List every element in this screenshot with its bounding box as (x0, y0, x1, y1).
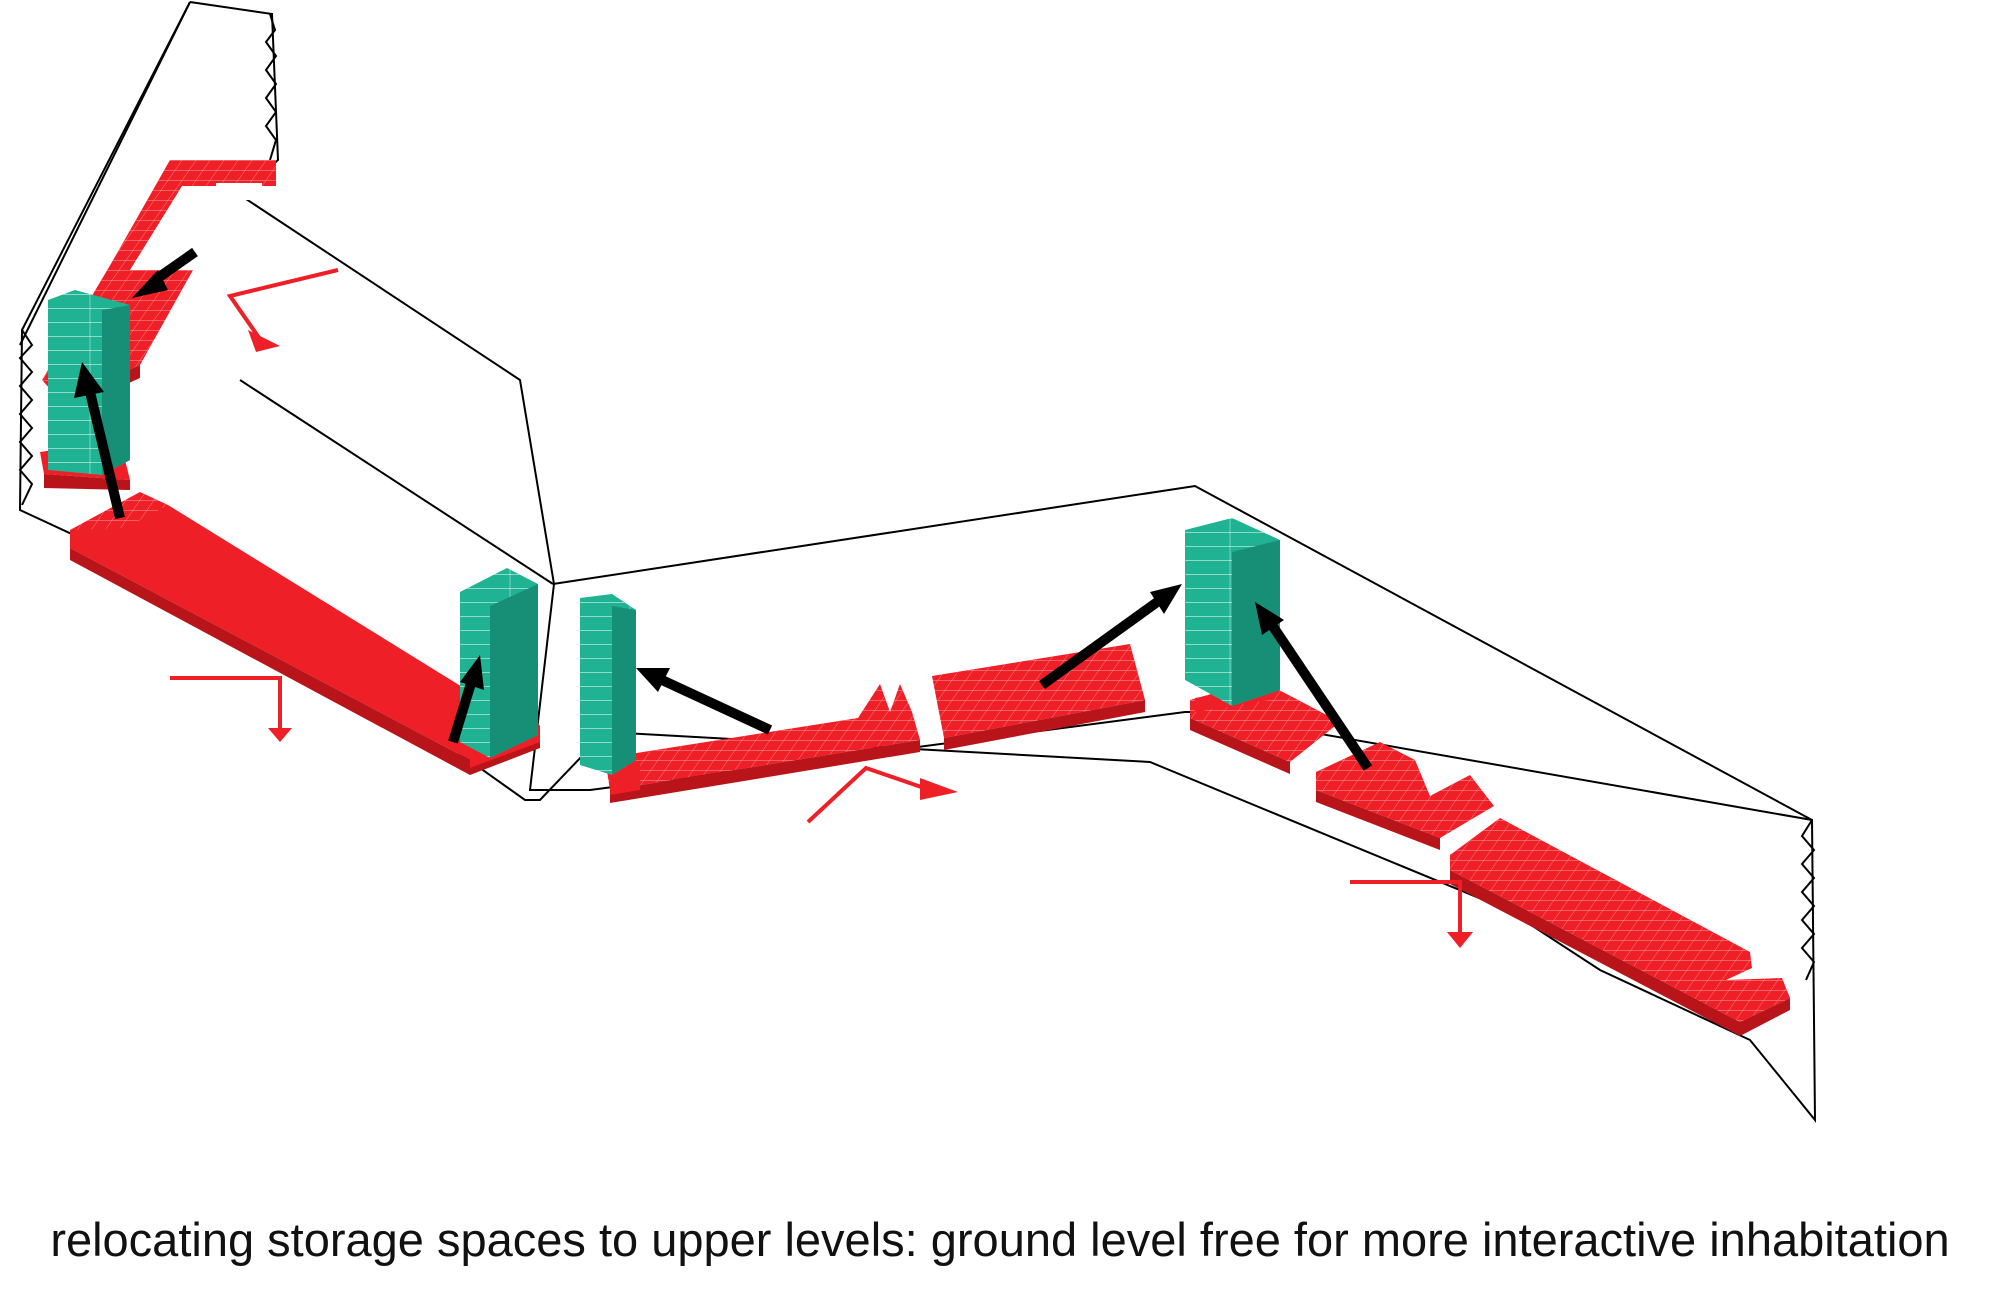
relocation-arrows (74, 247, 1373, 771)
upper-storage (48, 290, 1280, 775)
upper-storage-tower (1185, 518, 1280, 706)
relocation-arrow (636, 668, 773, 735)
site-edge (552, 484, 1813, 821)
relocation-arrow (448, 655, 484, 744)
relocation-arrow (74, 362, 125, 520)
diagram-caption: relocating storage spaces to upper level… (50, 1213, 1950, 1266)
storage-block (1450, 818, 1790, 1036)
section-marker (226, 268, 339, 352)
upper-storage-tower (460, 568, 538, 758)
relocation-arrow (1255, 602, 1373, 771)
relocation-arrow (1039, 584, 1182, 690)
storage-block (610, 765, 640, 795)
storage-block (932, 644, 1145, 750)
section-marker (806, 765, 958, 824)
site-outline (18, 1, 1817, 1123)
site-edge-inner (239, 379, 554, 585)
site-edge-left (19, 1, 191, 346)
relocation-arrow (132, 247, 198, 298)
section-marker (170, 676, 292, 742)
ground-storage (40, 160, 1790, 1036)
storage-block (1316, 742, 1494, 850)
storage-block (605, 684, 920, 803)
section-markers (170, 268, 1473, 948)
section-marker (1350, 880, 1473, 948)
upper-storage-tower (580, 594, 636, 775)
